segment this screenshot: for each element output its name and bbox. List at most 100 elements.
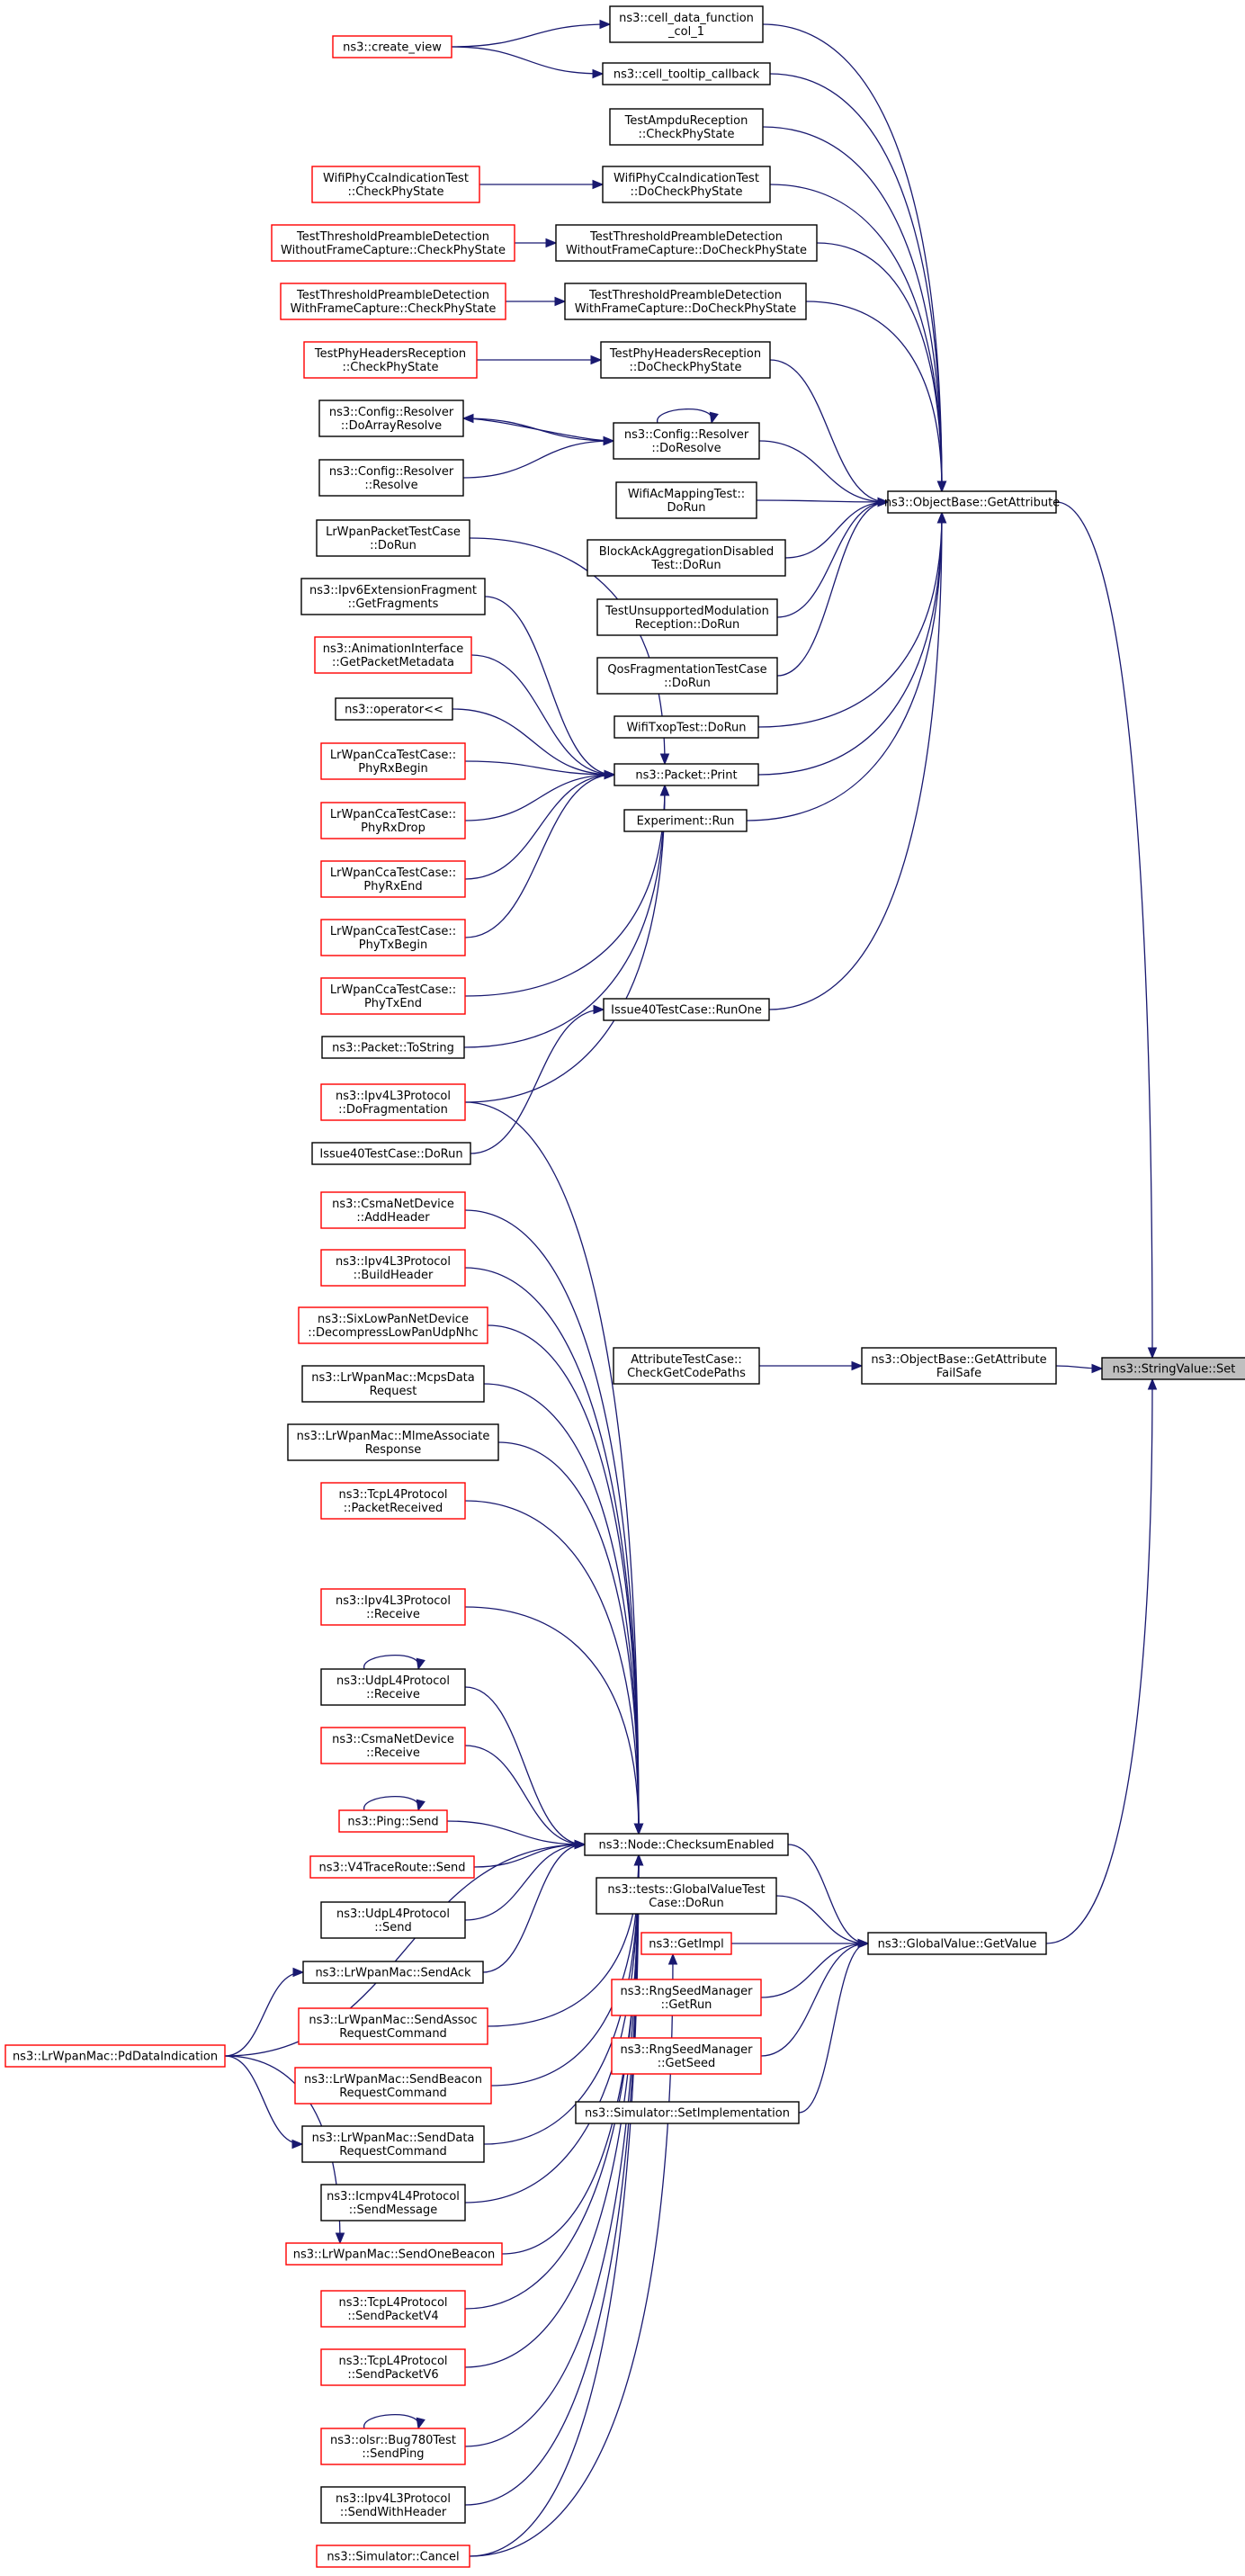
node-box[interactable]: [564, 283, 807, 320]
node-doarray[interactable]: ns3::Config::Resolver::DoArrayResolve: [318, 399, 464, 437]
node-sendwithhdr[interactable]: ns3::Ipv4L3Protocol::SendWithHeader: [320, 2486, 466, 2524]
node-checksum[interactable]: ns3::Node::ChecksumEnabled: [584, 1833, 789, 1856]
node-box[interactable]: [271, 224, 515, 262]
node-phyhdr_chk[interactable]: TestPhyHeadersReception::CheckPhyState: [303, 341, 478, 379]
node-qosfrag[interactable]: QosFragmentationTestCase::DoRun: [596, 657, 778, 695]
node-txop[interactable]: WifiTxopTest::DoRun: [614, 715, 759, 739]
node-box[interactable]: [602, 166, 771, 203]
node-ipv4recv[interactable]: ns3::Ipv4L3Protocol::Receive: [320, 1588, 466, 1626]
node-box[interactable]: [318, 399, 464, 437]
node-box[interactable]: [298, 2007, 488, 2045]
node-unsupmod[interactable]: TestUnsupportedModulationReception::DoRu…: [596, 598, 778, 636]
node-box[interactable]: [861, 1347, 1057, 1385]
node-box[interactable]: [316, 2545, 470, 2568]
node-buildhdr[interactable]: ns3::Ipv4L3Protocol::BuildHeader: [320, 1249, 466, 1287]
node-box[interactable]: [320, 2428, 466, 2465]
node-udprecv[interactable]: ns3::UdpL4Protocol::Receive: [320, 1668, 466, 1706]
node-tcprecv[interactable]: ns3::TcpL4Protocol::PacketReceived: [320, 1482, 466, 1520]
node-lrpkt[interactable]: LrWpanPacketTestCase::DoRun: [316, 519, 470, 557]
node-box[interactable]: [575, 2101, 800, 2124]
node-box[interactable]: [611, 2037, 762, 2075]
node-issue40one[interactable]: Issue40TestCase::RunOne: [603, 998, 770, 1021]
node-box[interactable]: [320, 2348, 466, 2386]
node-sendack[interactable]: ns3::LrWpanMac::SendAck: [302, 1961, 484, 1984]
node-box[interactable]: [613, 1347, 760, 1385]
node-box[interactable]: [640, 1932, 732, 1955]
node-box[interactable]: [320, 742, 466, 780]
node-box[interactable]: [309, 1855, 475, 1879]
node-box[interactable]: [320, 1901, 466, 1939]
node-box[interactable]: [587, 539, 786, 577]
node-box[interactable]: [320, 919, 466, 956]
node-pingsend[interactable]: ns3::Ping::Send: [338, 1809, 448, 1833]
node-box[interactable]: [314, 636, 472, 674]
node-simimpl[interactable]: ns3::Simulator::SetImplementation: [575, 2101, 800, 2124]
node-box[interactable]: [335, 697, 453, 721]
node-box[interactable]: [338, 1809, 448, 1833]
node-box[interactable]: [623, 809, 748, 832]
node-tcpv6[interactable]: ns3::TcpL4Protocol::SendPacketV6: [320, 2348, 466, 2386]
node-box[interactable]: [320, 2290, 466, 2328]
node-resolve[interactable]: ns3::Config::Resolver::Resolve: [318, 459, 464, 497]
node-csmaadd[interactable]: ns3::CsmaNetDevice::AddHeader: [320, 1191, 466, 1229]
node-root[interactable]: ns3::StringValue::Set: [1101, 1357, 1245, 1380]
node-tcpv4[interactable]: ns3::TcpL4Protocol::SendPacketV4: [320, 2290, 466, 2328]
node-v4trace[interactable]: ns3::V4TraceRoute::Send: [309, 1855, 475, 1879]
node-ipv6frag[interactable]: ns3::Ipv6ExtensionFragment::GetFragments: [300, 578, 486, 615]
node-box[interactable]: [302, 1961, 484, 1984]
node-celltip[interactable]: ns3::cell_tooltip_callback: [602, 62, 771, 85]
node-box[interactable]: [887, 490, 1057, 514]
node-box[interactable]: [321, 1036, 465, 1059]
node-box[interactable]: [320, 802, 466, 839]
node-sixlow[interactable]: ns3::SixLowPanNetDevice::DecompressLowPa…: [298, 1306, 488, 1344]
node-box[interactable]: [294, 2067, 492, 2105]
node-box[interactable]: [285, 2242, 503, 2266]
node-box[interactable]: [1101, 1357, 1245, 1380]
node-rngrun[interactable]: ns3::RngSeedManager::GetRun: [611, 1979, 762, 2016]
node-csmarecv[interactable]: ns3::CsmaNetDevice::Receive: [320, 1727, 466, 1764]
node-txend[interactable]: LrWpanCcaTestCase::PhyTxEnd: [320, 977, 466, 1015]
node-box[interactable]: [298, 1306, 488, 1344]
node-rxbegin[interactable]: LrWpanCcaTestCase::PhyRxBegin: [320, 742, 466, 780]
node-box[interactable]: [320, 1191, 466, 1229]
node-box[interactable]: [867, 1932, 1047, 1955]
node-getimpl[interactable]: ns3::GetImpl: [640, 1932, 732, 1955]
node-box[interactable]: [318, 459, 464, 497]
node-cca_do[interactable]: WifiPhyCcaIndicationTest::DoCheckPhyStat…: [602, 166, 771, 203]
node-phyhdr_do[interactable]: TestPhyHeadersReception::DoCheckPhyState: [600, 341, 771, 379]
node-box[interactable]: [320, 1588, 466, 1626]
node-box[interactable]: [603, 998, 770, 1021]
node-box[interactable]: [602, 62, 771, 85]
node-rxend[interactable]: LrWpanCcaTestCase::PhyRxEnd: [320, 860, 466, 898]
node-ampdu[interactable]: TestAmpduReception::CheckPhyState: [609, 108, 764, 146]
node-gvget[interactable]: ns3::GlobalValue::GetValue: [867, 1932, 1047, 1955]
node-box[interactable]: [303, 341, 478, 379]
node-olsr[interactable]: ns3::olsr::Bug780Test::SendPing: [320, 2428, 466, 2465]
node-box[interactable]: [311, 166, 480, 203]
node-box[interactable]: [596, 598, 778, 636]
node-box[interactable]: [596, 1877, 777, 1915]
node-oplt[interactable]: ns3::operator<<: [335, 697, 453, 721]
node-simcancel[interactable]: ns3::Simulator::Cancel: [316, 2545, 470, 2568]
node-box[interactable]: [609, 108, 764, 146]
node-box[interactable]: [614, 715, 759, 739]
node-box[interactable]: [320, 1668, 466, 1706]
node-cca_chk[interactable]: WifiPhyCcaIndicationTest::CheckPhyState: [311, 166, 480, 203]
node-thr_wo_do[interactable]: TestThresholdPreambleDetectionWithoutFra…: [555, 224, 818, 262]
node-box[interactable]: [611, 1979, 762, 2016]
node-box[interactable]: [320, 977, 466, 1015]
node-animmeta[interactable]: ns3::AnimationInterface::GetPacketMetada…: [314, 636, 472, 674]
node-box[interactable]: [4, 2044, 226, 2068]
node-acmap[interactable]: WifiAcMappingTest::DoRun: [615, 481, 757, 519]
node-box[interactable]: [287, 1423, 499, 1461]
node-box[interactable]: [555, 224, 818, 262]
node-box[interactable]: [600, 341, 771, 379]
node-box[interactable]: [320, 1249, 466, 1287]
node-doresolve[interactable]: ns3::Config::Resolver::DoResolve: [613, 422, 760, 460]
